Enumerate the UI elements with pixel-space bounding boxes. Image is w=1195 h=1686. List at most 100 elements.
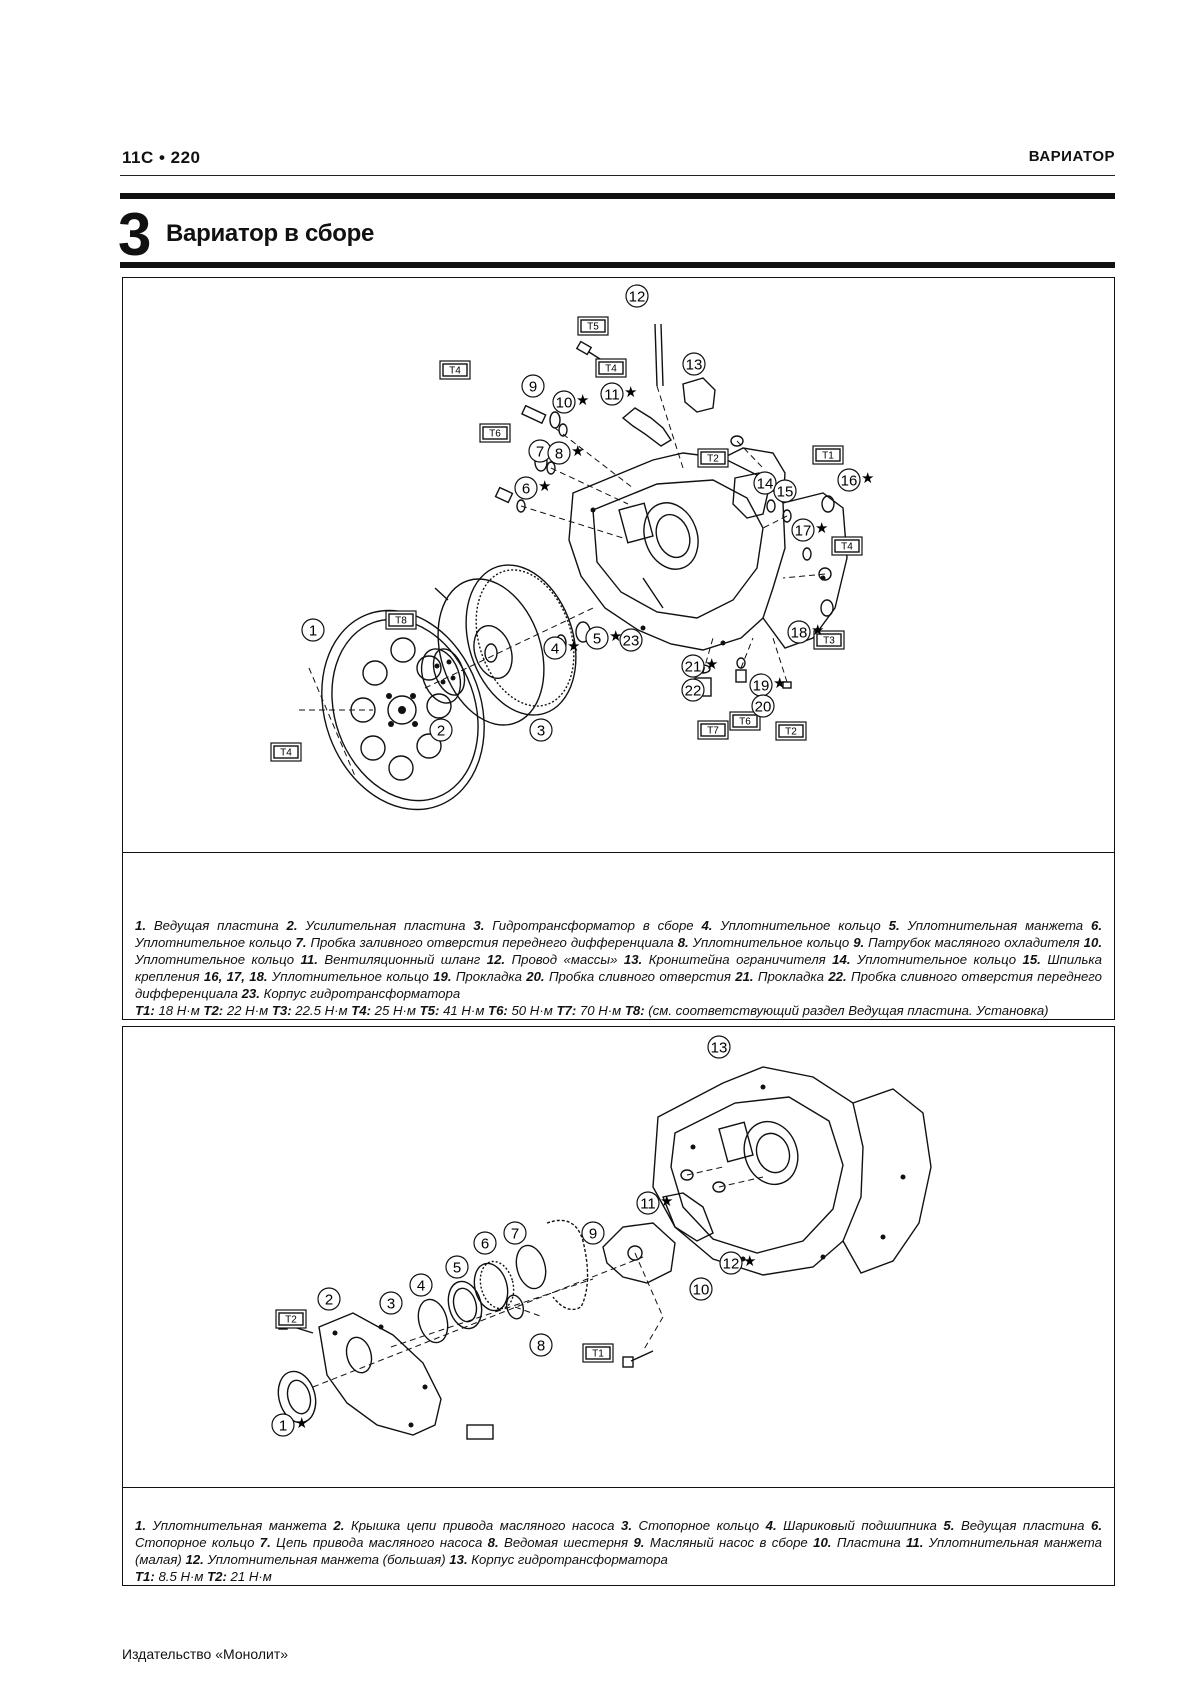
torque-tag-T4: T4 bbox=[831, 536, 863, 556]
part-label: 6. bbox=[1091, 1518, 1102, 1533]
torque-text: (см. соответствующий раздел Ведущая плас… bbox=[644, 1003, 1049, 1018]
svg-text:T2: T2 bbox=[785, 727, 797, 738]
callout-12: 12★ bbox=[719, 1251, 756, 1275]
callout-8: 8★ bbox=[547, 441, 584, 465]
part-label: 3. bbox=[473, 918, 485, 933]
svg-text:★: ★ bbox=[773, 674, 786, 692]
callout-2: 2 bbox=[317, 1287, 341, 1311]
publisher: Издательство «Монолит» bbox=[122, 1646, 289, 1662]
svg-text:6: 6 bbox=[522, 481, 530, 498]
svg-text:20: 20 bbox=[755, 699, 772, 716]
callout-18: 18★ bbox=[787, 620, 824, 644]
part-text: Уплотнительная манжета bbox=[899, 918, 1091, 933]
part-text: Уплотнительное кольцо bbox=[267, 969, 434, 984]
figure-2-torque-list: T1: 8.5 Н·м T2: 21 Н·м bbox=[135, 1568, 1102, 1585]
torque-label: T1: bbox=[135, 1003, 155, 1018]
svg-text:13: 13 bbox=[686, 357, 703, 374]
svg-text:1: 1 bbox=[279, 1418, 287, 1435]
svg-text:10: 10 bbox=[693, 1282, 710, 1299]
part-label: 2. bbox=[333, 1518, 345, 1533]
svg-text:★: ★ bbox=[576, 391, 589, 409]
part-text: Корпус гидротрансформатора bbox=[259, 986, 461, 1001]
torque-text: 8.5 Н·м bbox=[154, 1569, 208, 1584]
part-label: 11. bbox=[300, 952, 318, 967]
svg-text:T4: T4 bbox=[841, 542, 853, 553]
torque-tag-T8: T8 bbox=[385, 610, 417, 630]
svg-text:1: 1 bbox=[309, 623, 317, 640]
svg-text:9: 9 bbox=[589, 1226, 597, 1243]
svg-text:T8: T8 bbox=[395, 616, 407, 627]
section-title: Вариатор в сборе bbox=[166, 220, 375, 247]
svg-text:★: ★ bbox=[624, 383, 637, 401]
part-text: Провод «массы» bbox=[505, 952, 624, 967]
part-label: 7. bbox=[295, 935, 307, 950]
part-label: 3. bbox=[621, 1518, 633, 1533]
part-text: Гидротрансформатор в сборе bbox=[484, 918, 702, 933]
part-text: Масляный насос в сборе bbox=[644, 1535, 814, 1550]
svg-text:7: 7 bbox=[511, 1226, 519, 1243]
callout-8: 8 bbox=[529, 1333, 553, 1357]
torque-text: 22.5 Н·м bbox=[291, 1003, 352, 1018]
torque-text: 70 Н·м bbox=[576, 1003, 625, 1018]
svg-text:3: 3 bbox=[387, 1296, 395, 1313]
part-text: Кронштейна ограничителя bbox=[642, 952, 833, 967]
page-number: 11С • 220 bbox=[122, 148, 201, 167]
callout-5: 5 bbox=[445, 1255, 469, 1279]
part-label: 12. bbox=[486, 952, 506, 967]
svg-text:14: 14 bbox=[757, 476, 774, 493]
torque-label: T5: bbox=[419, 1003, 440, 1018]
part-text: Усилительная пластина bbox=[297, 918, 474, 933]
torque-text: 25 Н·м bbox=[371, 1003, 420, 1018]
running-head: ВАРИАТОР bbox=[1028, 148, 1115, 165]
svg-text:★: ★ bbox=[811, 621, 824, 639]
torque-converter-drawing bbox=[437, 564, 577, 726]
callout-16: 16★ bbox=[837, 468, 874, 492]
part-text: Патрубок масляного охладителя bbox=[864, 935, 1084, 950]
section-rule-top bbox=[120, 193, 1115, 199]
callout-6: 6★ bbox=[514, 476, 551, 500]
part-label: 8. bbox=[487, 1535, 499, 1550]
svg-text:T4: T4 bbox=[449, 366, 461, 377]
svg-text:10: 10 bbox=[556, 395, 573, 412]
header-rule bbox=[120, 175, 1115, 176]
figure-2-parts-list: 1. Уплотнительная манжета 2. Крышка цепи… bbox=[135, 1517, 1102, 1568]
svg-text:4: 4 bbox=[417, 1278, 425, 1295]
callout-2: 2 bbox=[429, 718, 453, 742]
part-text: Цепь привода масляного насоса bbox=[270, 1535, 488, 1550]
part-text: Пластина bbox=[831, 1535, 907, 1550]
svg-text:2: 2 bbox=[325, 1292, 333, 1309]
svg-text:18: 18 bbox=[791, 625, 808, 642]
svg-text:T3: T3 bbox=[823, 636, 835, 647]
callout-9: 9 bbox=[521, 374, 545, 398]
callout-15: 15 bbox=[773, 479, 797, 503]
torque-text: 50 Н·м bbox=[507, 1003, 557, 1018]
svg-text:3: 3 bbox=[537, 723, 545, 740]
part-label: 10. bbox=[813, 1535, 832, 1550]
torque-label: T3: bbox=[271, 1003, 292, 1018]
part-text: Уплотнительное кольцо bbox=[135, 935, 296, 950]
part-text: Крышка цепи привода масляного насоса bbox=[344, 1518, 622, 1533]
part-label: 9. bbox=[853, 935, 865, 950]
figure-1-torque-list: T1: 18 Н·м T2: 22 Н·м T3: 22.5 Н·м T4: 2… bbox=[135, 1002, 1102, 1019]
svg-text:11: 11 bbox=[604, 387, 620, 404]
svg-text:★: ★ bbox=[861, 469, 874, 487]
part-label: 1. bbox=[135, 918, 146, 933]
part-label: 13. bbox=[449, 1552, 468, 1567]
figure-2-caption: 1. Уплотнительная манжета 2. Крышка цепи… bbox=[123, 1510, 1114, 1585]
part-text: Ведомая шестерня bbox=[498, 1535, 634, 1550]
callout-19: 19★ bbox=[749, 673, 786, 697]
torque-label: T4: bbox=[351, 1003, 371, 1018]
part-text: Уплотнительная манжета bbox=[146, 1518, 334, 1533]
callout-13: 13 bbox=[682, 352, 706, 376]
svg-text:2: 2 bbox=[437, 723, 445, 740]
callout-7: 7 bbox=[503, 1221, 527, 1245]
part-label: 9. bbox=[633, 1535, 645, 1550]
torque-tag-T6: T6 bbox=[729, 711, 761, 731]
svg-text:T1: T1 bbox=[592, 1349, 604, 1360]
callout-9: 9 bbox=[581, 1221, 605, 1245]
